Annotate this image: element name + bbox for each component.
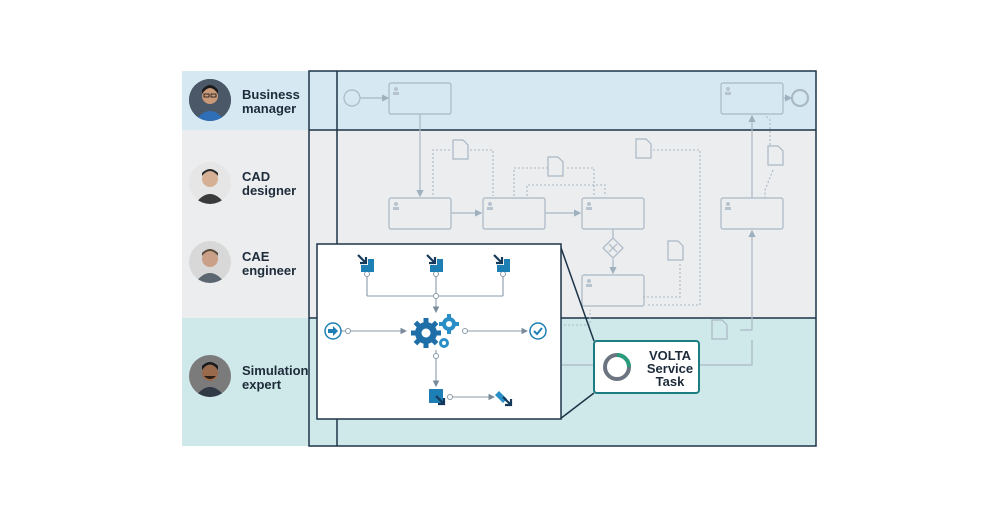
role-line-1: Simulation [242, 363, 309, 378]
role-line-1: CAD [242, 169, 271, 184]
document-icon [547, 156, 564, 177]
document-icon [667, 240, 684, 261]
person-icon [189, 162, 231, 204]
role-line-2: engineer [242, 263, 297, 278]
role-line-2: manager [242, 101, 297, 116]
person-icon [189, 241, 231, 283]
role-line-2: designer [242, 183, 297, 198]
lane-header-cad-cae [182, 130, 309, 318]
role-line-1: CAE [242, 249, 270, 264]
task-box [720, 82, 784, 115]
role-label-cad-designer: CAD designer [242, 170, 296, 198]
input-data-icon [426, 254, 443, 272]
person-icon [189, 355, 231, 397]
document-icon [635, 138, 652, 159]
volta-line-1: VOLTA [648, 348, 692, 363]
task-box [581, 274, 645, 307]
gears-icon [411, 314, 459, 348]
person-icon [189, 79, 231, 121]
volta-service-task-label: VOLTA Service Task [640, 349, 700, 388]
input-data-icon [357, 254, 374, 272]
document-icon [711, 319, 728, 340]
end-event-icon [529, 322, 547, 340]
role-line-2: expert [242, 377, 282, 392]
avatar-simulation-expert [189, 355, 231, 397]
pool-border [308, 70, 817, 447]
output-data-icon [495, 391, 513, 407]
role-label-simulation-expert: Simulation expert [242, 364, 308, 392]
role-label-business-manager: Business manager [242, 88, 300, 116]
role-label-cae-engineer: CAE engineer [242, 250, 296, 278]
volta-line-2: Service [646, 361, 694, 376]
avatar-cad-designer [189, 162, 231, 204]
role-line-1: Business [242, 87, 300, 102]
document-icon [767, 145, 784, 166]
input-data-icon [493, 254, 510, 272]
avatar-business-manager [189, 79, 231, 121]
output-data-icon [429, 389, 446, 406]
gateway-icon [602, 237, 624, 259]
volta-line-3: Task [655, 374, 685, 389]
avatar-cae-engineer [189, 241, 231, 283]
document-icon [452, 139, 469, 160]
